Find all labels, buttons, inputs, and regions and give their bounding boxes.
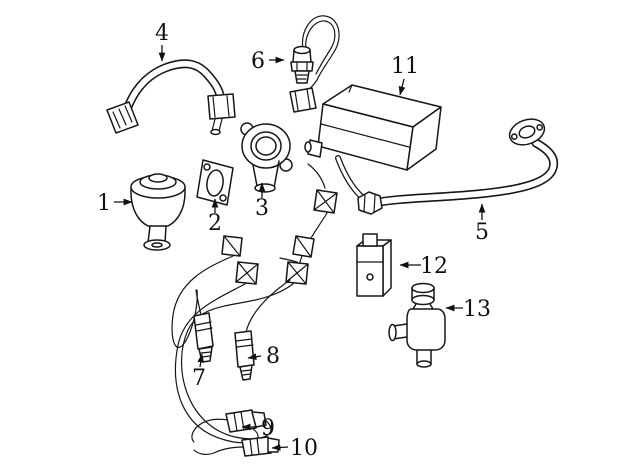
callout-label-11: 11 [391,54,419,79]
callout-arrow-8 [247,353,262,361]
callout-label-5: 5 [475,220,489,245]
vapor-canister-drawing [304,84,442,200]
callout-label-8: 8 [266,344,280,369]
callout-arrow-10 [271,444,289,451]
check-valve-drawing [388,282,446,368]
callout-label-2: 2 [208,211,222,236]
oxygen-sensor-a-drawing [193,312,214,363]
oxygen-sensor-top-drawing [289,15,340,113]
callout-label-3: 3 [255,196,269,221]
gasket-drawing [196,159,234,206]
callout-labels: 1 2 3 4 5 6 7 8 9 10 11 12 13 [97,21,491,461]
wiring-harness-drawing [171,163,338,456]
callout-label-10: 10 [290,436,318,461]
callout-arrows [114,45,486,451]
upper-tube-drawing [106,59,236,136]
callout-label-9: 9 [261,416,275,441]
callout-label-13: 13 [463,297,491,322]
callout-label-1: 1 [97,191,111,216]
callout-arrow-11 [398,78,406,96]
bracket-module-drawing [356,233,392,297]
callout-arrow-7 [197,353,205,368]
callout-label-12: 12 [420,254,448,279]
callout-label-6: 6 [251,49,265,74]
flange-adapter-drawing [240,122,293,193]
callout-label-7: 7 [192,366,206,391]
callout-label-4: 4 [155,21,169,46]
long-tube-drawing [357,118,559,215]
